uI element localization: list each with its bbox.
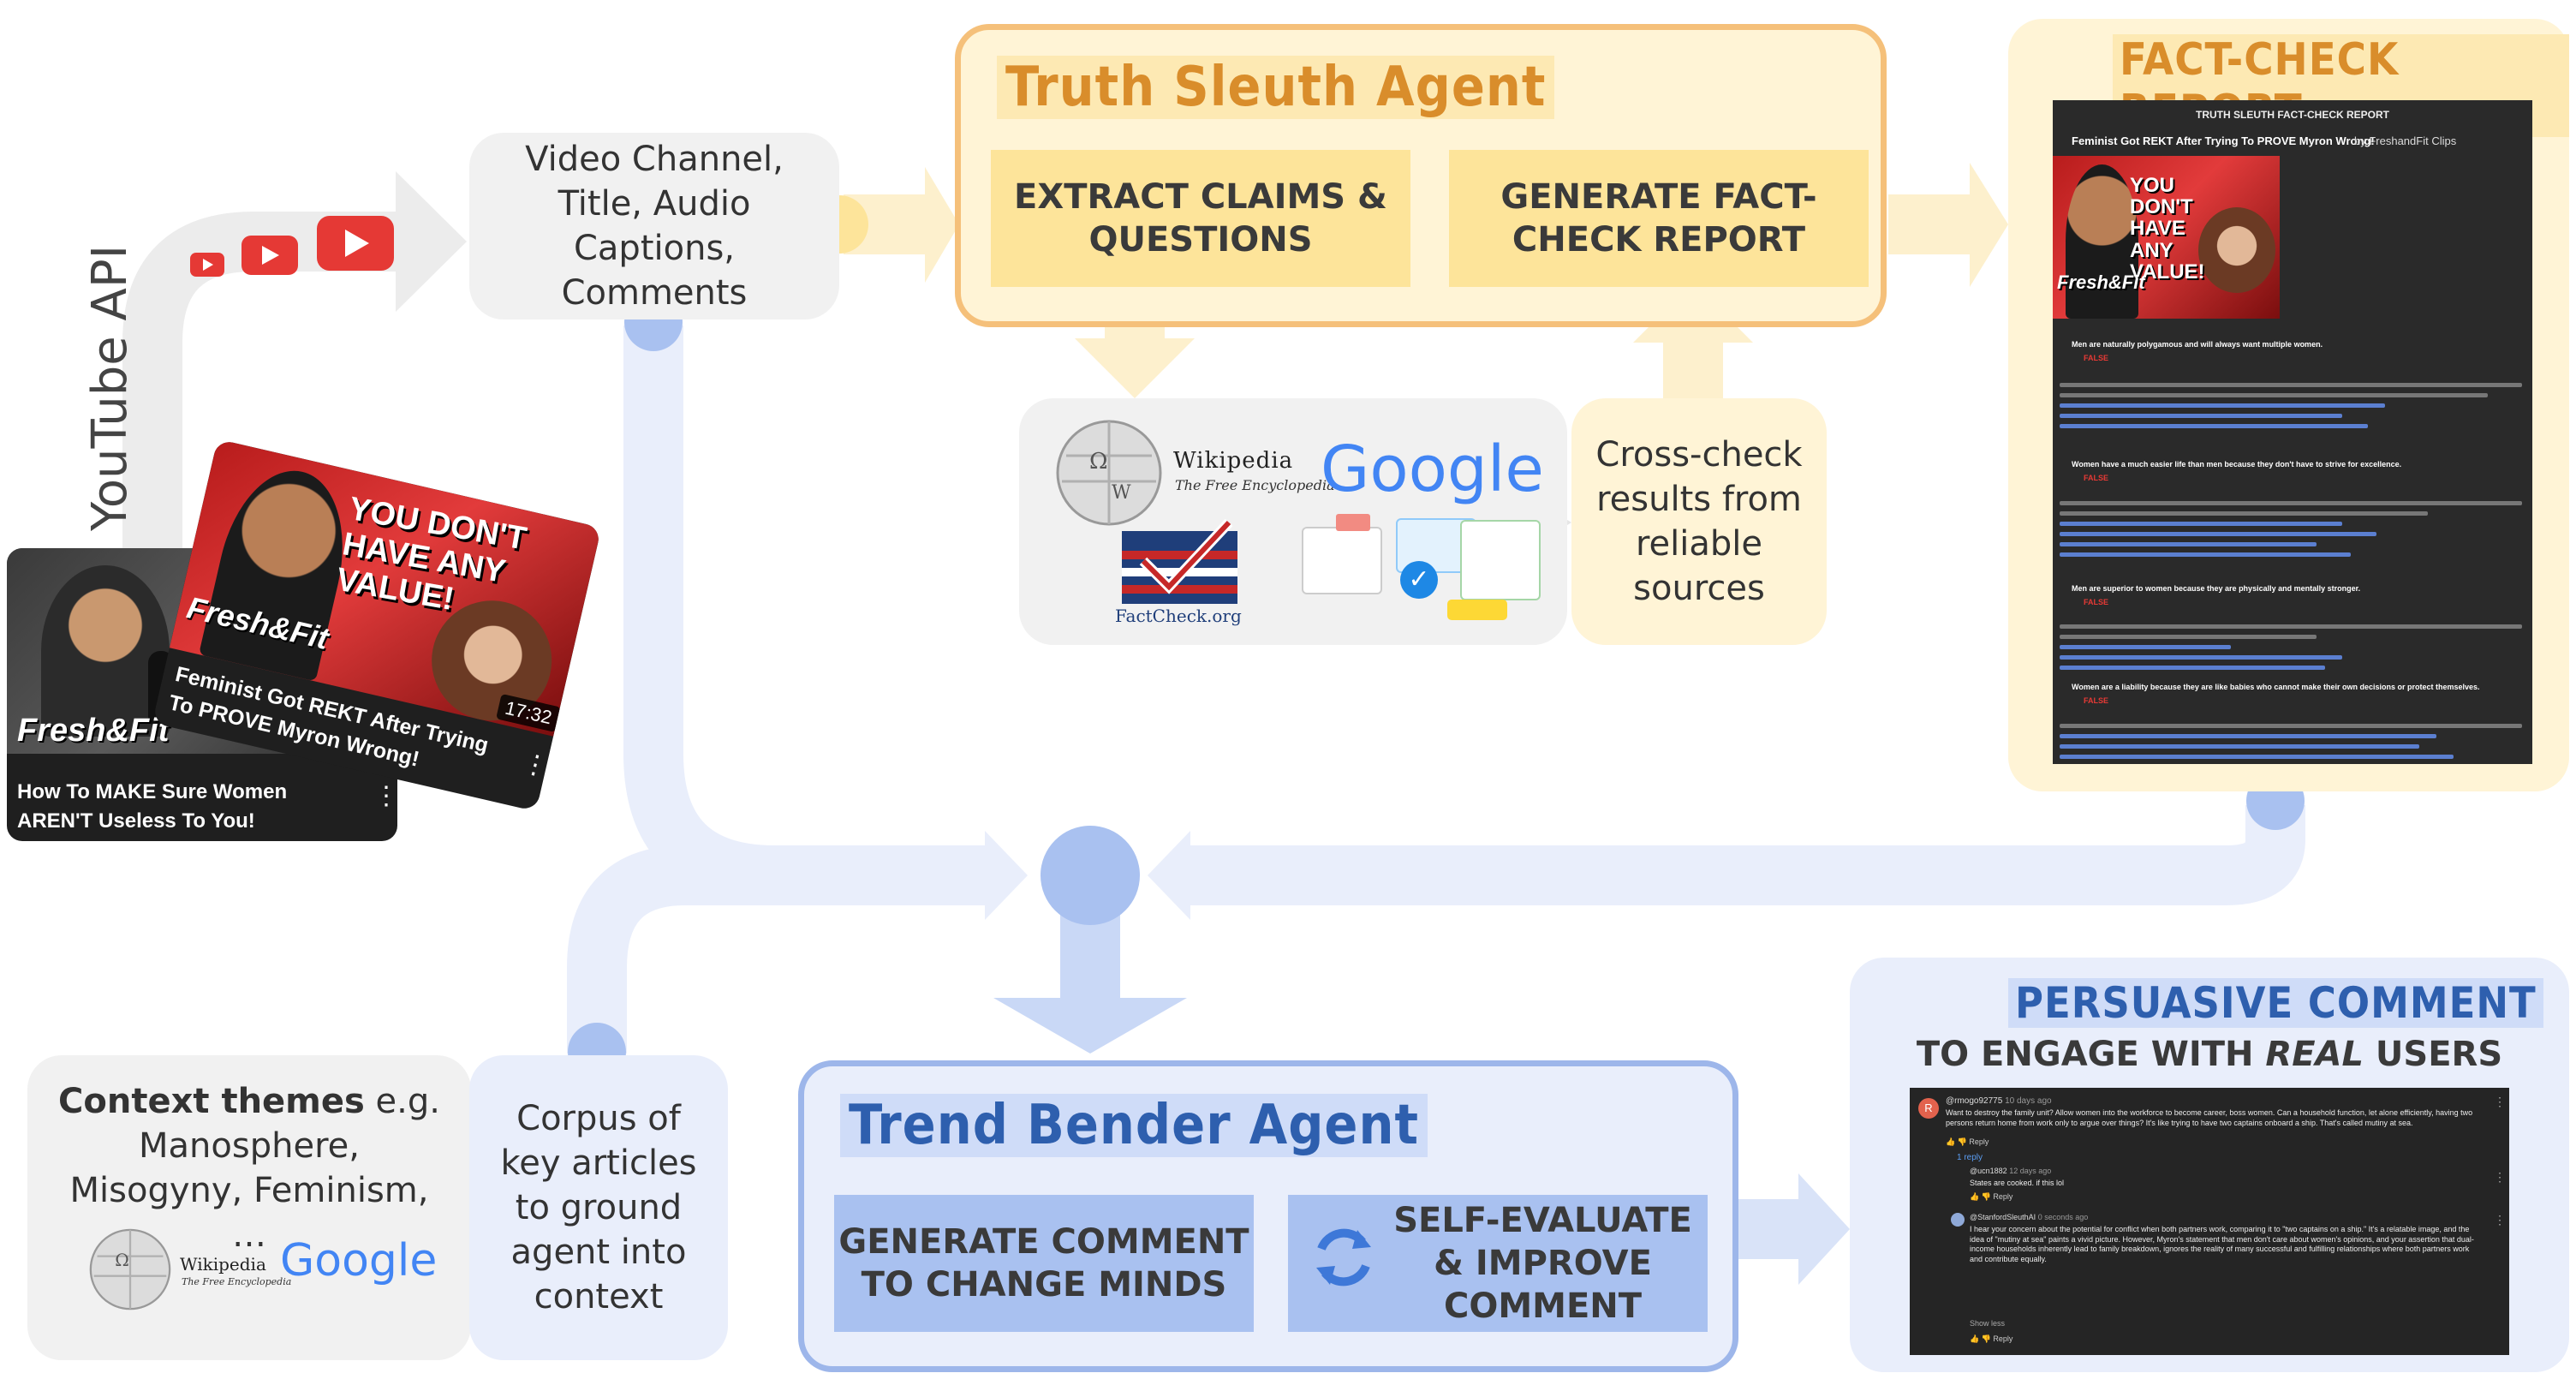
comment-1-user: @rmogo92775 10 days ago xyxy=(1946,1096,2052,1106)
subtitle-post: USERS xyxy=(2364,1035,2503,1074)
report-video-by: by FreshandFit Clips xyxy=(2354,134,2457,147)
claim-text: Men are naturally polygamous and will al… xyxy=(2072,340,2323,349)
search-results-illustration: ✓ xyxy=(1285,510,1541,630)
wikipedia-globe-icon: Ω W xyxy=(1056,420,1162,526)
comment-thread: R @rmogo92775 10 days ago Want to destro… xyxy=(1910,1088,2509,1355)
more-icon-2[interactable]: ⋮ xyxy=(2494,1170,2506,1184)
generate-comment-step: GENERATE COMMENT TO CHANGE MINDS xyxy=(834,1195,1254,1332)
sources-panel: Ω W Wikipedia The Free Encyclopedia Goog… xyxy=(1019,398,1567,645)
channel-logo: Fresh&Fit xyxy=(17,713,170,749)
inputs-text: Video Channel, Title, Audio Captions, Co… xyxy=(525,140,784,313)
svg-text:Ω: Ω xyxy=(1089,449,1108,475)
show-less-link[interactable]: Show less xyxy=(1970,1319,2006,1328)
extract-claims-step: EXTRACT CLAIMS & QUESTIONS xyxy=(991,150,1410,287)
more-icon-1[interactable]: ⋮ xyxy=(2494,1095,2506,1108)
claim-verdict: FALSE xyxy=(2084,474,2109,482)
comment-3-text: I hear your concern about the potential … xyxy=(1970,1225,2474,1264)
avatar-rmogo: R xyxy=(1918,1098,1939,1119)
claim-text: Men are superior to women because they a… xyxy=(2072,584,2361,593)
claim-verdict: FALSE xyxy=(2084,354,2109,362)
claim-verdict: FALSE xyxy=(2084,598,2109,606)
corpus-text: Corpus of key articles to ground agent i… xyxy=(500,1099,697,1316)
claim-text: Women are a liability because they are l… xyxy=(2072,683,2480,691)
claim-block-4: Women are a liability because they are l… xyxy=(2072,683,2517,705)
merge-dot xyxy=(1041,826,1140,925)
crosscheck-text: Cross-check results from reliable source… xyxy=(1595,435,1803,608)
inputs-box: Video Channel, Title, Audio Captions, Co… xyxy=(469,133,839,319)
comment-1-reply[interactable]: 👍 👎 Reply xyxy=(1946,1137,1989,1146)
svg-text:W: W xyxy=(1112,482,1131,504)
more-icon[interactable]: ⋮ xyxy=(373,782,397,810)
refresh-icon xyxy=(1309,1223,1378,1292)
persuasive-title: PERSUASIVE COMMENT xyxy=(2008,978,2543,1028)
replies-toggle[interactable]: 1 reply xyxy=(1957,1153,1983,1162)
agent-to-sources-arrowhead xyxy=(1075,338,1195,398)
check-icon: ✓ xyxy=(1400,561,1438,599)
comment-1-text: Want to destroy the family unit? Allow w… xyxy=(1946,1108,2473,1127)
context-text: Context themes e.g. Manosphere, Misogyny… xyxy=(53,1079,445,1257)
fact-check-report: FACT-CHECK REPORT TRUTH SLEUTH FACT-CHEC… xyxy=(2008,19,2569,791)
claim-block-3: Men are superior to women because they a… xyxy=(2072,584,2517,606)
report-video-title: Feminist Got REKT After Trying To PROVE … xyxy=(2072,134,2375,147)
report-thumb-text: YOU DON'T HAVE ANY VALUE! xyxy=(2130,174,2205,284)
report-thumb-logo: Fresh&Fit xyxy=(2057,272,2145,293)
context-wikipedia-tagline: The Free Encyclopedia xyxy=(182,1276,292,1287)
youtube-api-arrow xyxy=(122,212,402,548)
report-document: TRUTH SLEUTH FACT-CHECK REPORT Feminist … xyxy=(2053,100,2532,764)
comment-2-user: @ucn1882 12 days ago xyxy=(1970,1167,2052,1175)
report-header: TRUTH SLEUTH FACT-CHECK REPORT xyxy=(2196,109,2389,121)
truth-sleuth-agent: Truth Sleuth Agent EXTRACT CLAIMS & QUES… xyxy=(955,24,1887,327)
truth-agent-title: Truth Sleuth Agent xyxy=(997,56,1555,119)
trend-agent-title: Trend Bender Agent xyxy=(840,1094,1428,1157)
inputs-to-merge-path xyxy=(623,325,985,905)
subtitle-pre: TO ENGAGE WITH xyxy=(1916,1035,2266,1074)
more-icon-3[interactable]: ⋮ xyxy=(2494,1213,2506,1227)
wikipedia-globe-icon-small: Ω xyxy=(89,1228,171,1310)
google-logo: Google xyxy=(1321,433,1544,506)
persuasive-subtitle: TO ENGAGE WITH REAL USERS xyxy=(1850,1035,2569,1074)
subtitle-em: REAL xyxy=(2265,1035,2364,1074)
svg-text:Ω: Ω xyxy=(115,1250,129,1270)
corpus-to-merge-path xyxy=(567,845,985,1054)
crosscheck-box: Cross-check results from reliable source… xyxy=(1571,398,1827,645)
report-to-merge-path xyxy=(1182,805,2305,905)
context-box: Context themes e.g. Manosphere, Misogyny… xyxy=(27,1055,471,1360)
youtube-icons xyxy=(188,214,411,291)
context-bold: Context themes xyxy=(58,1082,365,1121)
comment-3-user: @StanfordSleuthAI 0 seconds ago xyxy=(1970,1213,2089,1221)
context-rest: e.g. Manosphere, Misogyny, Feminism, … xyxy=(69,1082,440,1255)
claim-block-2: Women have a much easier life than men b… xyxy=(2072,460,2517,482)
wikipedia-tagline: The Free Encyclopedia xyxy=(1175,477,1335,493)
claim-verdict: FALSE xyxy=(2084,696,2109,705)
trend-bender-agent: Trend Bender Agent GENERATE COMMENT TO C… xyxy=(798,1060,1738,1372)
agent-to-report-arrowhead xyxy=(1970,163,2008,287)
factcheck-flag-icon xyxy=(1122,518,1237,604)
claim-text: Women have a much easier life than men b… xyxy=(2072,460,2402,469)
corpus-box: Corpus of key articles to ground agent i… xyxy=(469,1055,728,1360)
self-evaluate-step: SELF-EVALUATE & IMPROVE COMMENT xyxy=(1393,1201,1692,1326)
generate-report-step: GENERATE FACT-CHECK REPORT xyxy=(1449,150,1869,287)
report-thumbnail: YOU DON'T HAVE ANY VALUE! Fresh&Fit xyxy=(2053,156,2280,319)
youtube-api-label: YouTube API xyxy=(82,244,138,531)
claim-block-1: Men are naturally polygamous and will al… xyxy=(2072,340,2517,362)
comment-2-reply[interactable]: 👍 👎 Reply xyxy=(1970,1192,2013,1201)
context-google-logo: Google xyxy=(280,1235,438,1287)
video-title-back: How To MAKE Sure Women AREN'T Useless To… xyxy=(17,780,288,833)
persuasive-comment: PERSUASIVE COMMENT TO ENGAGE WITH REAL U… xyxy=(1850,958,2569,1372)
context-wikipedia-wordmark: Wikipedia xyxy=(180,1254,266,1275)
comment-2-text: States are cooked. if this lol xyxy=(1970,1179,2065,1187)
merge-to-trend-arrowhead xyxy=(993,998,1187,1054)
factcheck-wordmark: FactCheck.org xyxy=(1115,606,1242,626)
trend-to-comment-arrowhead xyxy=(1798,1173,1850,1285)
wikipedia-wordmark: Wikipedia xyxy=(1173,448,1294,474)
youtube-api-arrowhead xyxy=(396,171,467,312)
comment-3-reply[interactable]: 👍 👎 Reply xyxy=(1970,1334,2013,1343)
self-evaluate-step-bg xyxy=(1288,1195,1708,1332)
avatar-stanford xyxy=(1951,1213,1965,1227)
inputs-to-agent-arrowhead xyxy=(925,167,959,283)
